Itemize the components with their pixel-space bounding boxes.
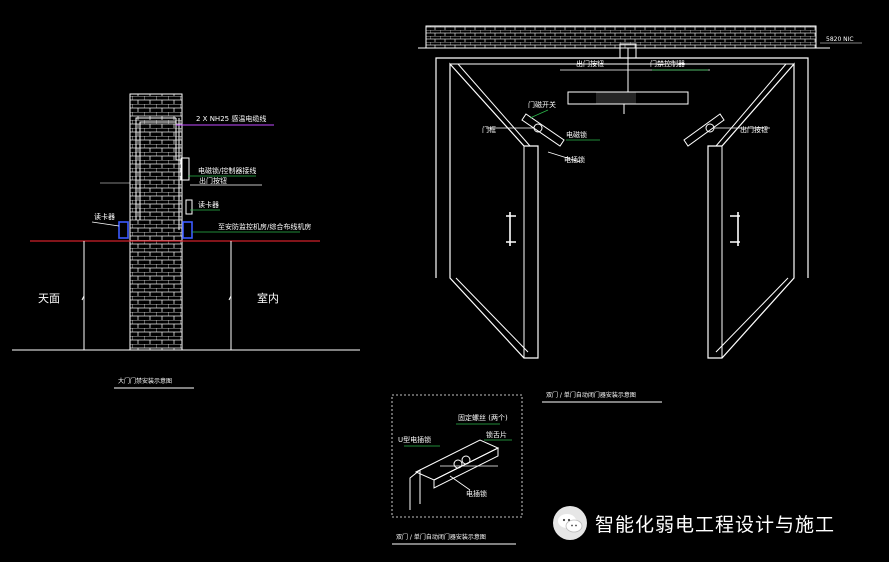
detail-leader-bottom <box>449 475 471 491</box>
lock-bracket-left <box>521 113 565 147</box>
door-leaf-right <box>707 62 795 359</box>
conduit-left <box>135 117 176 220</box>
door-frame <box>435 57 809 278</box>
leader-left-a <box>529 109 549 119</box>
door-handle-left <box>506 212 516 246</box>
detail-bracket <box>409 468 421 510</box>
label-controller: 门禁控制器 <box>650 59 685 68</box>
door-leaf-right-edge <box>715 63 787 147</box>
detail-label-bottom: 电插锁 <box>466 489 487 498</box>
label-cable: 2 X NH25 感温电缆线 <box>196 114 266 123</box>
tick-right <box>228 295 232 301</box>
ceiling-slab <box>425 25 817 49</box>
label-right: 出门按钮 <box>576 59 604 68</box>
tick-left <box>81 295 85 301</box>
detail-label-left: U型电插锁 <box>398 435 431 444</box>
label-frame: 门框 <box>482 125 496 134</box>
label-magnetic-lock: 电磁锁 <box>566 130 587 139</box>
conduit-left-inner <box>139 121 176 220</box>
label-outside: 天面 <box>38 292 60 305</box>
double-door-drawing: 5820 NIC <box>418 25 862 403</box>
label-ceiling: 5820 NIC <box>826 36 854 43</box>
card-reader-inside <box>182 221 193 239</box>
door-leaf-left <box>449 62 539 359</box>
ceiling-box <box>619 43 637 59</box>
door-leaf-left-edge <box>457 63 531 147</box>
door-leaf-left-bottom <box>455 277 529 353</box>
conduit-right <box>175 118 182 161</box>
lock-detail-drawing: 固定螺丝 (两个) U型电插锁 锁舌片 电插锁 双门 / 单门自动闭门器安装示意… <box>391 394 523 545</box>
leader-left-c <box>547 151 581 163</box>
label-to-room: 至安防监控机房/综合布线机房 <box>218 222 311 231</box>
detail-label-right: 锁舌片 <box>486 430 507 439</box>
lock-bracket-right <box>683 113 725 147</box>
label-reader-left: 读卡器 <box>94 212 115 221</box>
detail-border <box>391 394 523 518</box>
caption-right: 双门 / 单门自动闭门器安装示意图 <box>546 391 636 399</box>
detail-screw-1 <box>453 459 463 469</box>
watermark: 智能化弱电工程设计与施工 <box>553 506 835 540</box>
label-reader-right: 读卡器 <box>198 200 219 209</box>
label-exit-button-right: 出门按钮 <box>740 125 768 134</box>
wall-section-drawing: 2 X NH25 感温电缆线 电磁锁/控制器接线 读卡器 读卡器 至安防监控机房… <box>12 93 360 389</box>
door-closer-body <box>596 92 636 104</box>
brick-wall <box>129 93 183 351</box>
detail-lock-plate-2 <box>433 447 499 489</box>
label-bolt-lock: 电插锁 <box>564 155 585 164</box>
label-door-sensor: 门磁开关 <box>528 100 556 109</box>
leader-5 <box>91 221 120 227</box>
detail-label-top: 固定螺丝 (两个) <box>458 413 508 422</box>
label-exit-button: 出门按钮 <box>199 176 227 185</box>
junction-box <box>180 157 190 181</box>
card-reader-outside <box>118 221 129 239</box>
watermark-text: 智能化弱电工程设计与施工 <box>595 513 836 536</box>
caption-detail: 双门 / 单门自动闭门器安装示意图 <box>396 533 486 541</box>
label-inside: 室内 <box>257 291 279 305</box>
label-lock-wiring: 电磁锁/控制器接线 <box>198 166 256 175</box>
door-handle-right <box>730 212 740 246</box>
detail-screw-2 <box>461 455 471 465</box>
caption-left: 大门门禁安装示意图 <box>118 377 172 385</box>
wechat-icon <box>553 506 587 540</box>
door-leaf-right-bottom <box>715 277 789 353</box>
device-box <box>185 199 193 215</box>
